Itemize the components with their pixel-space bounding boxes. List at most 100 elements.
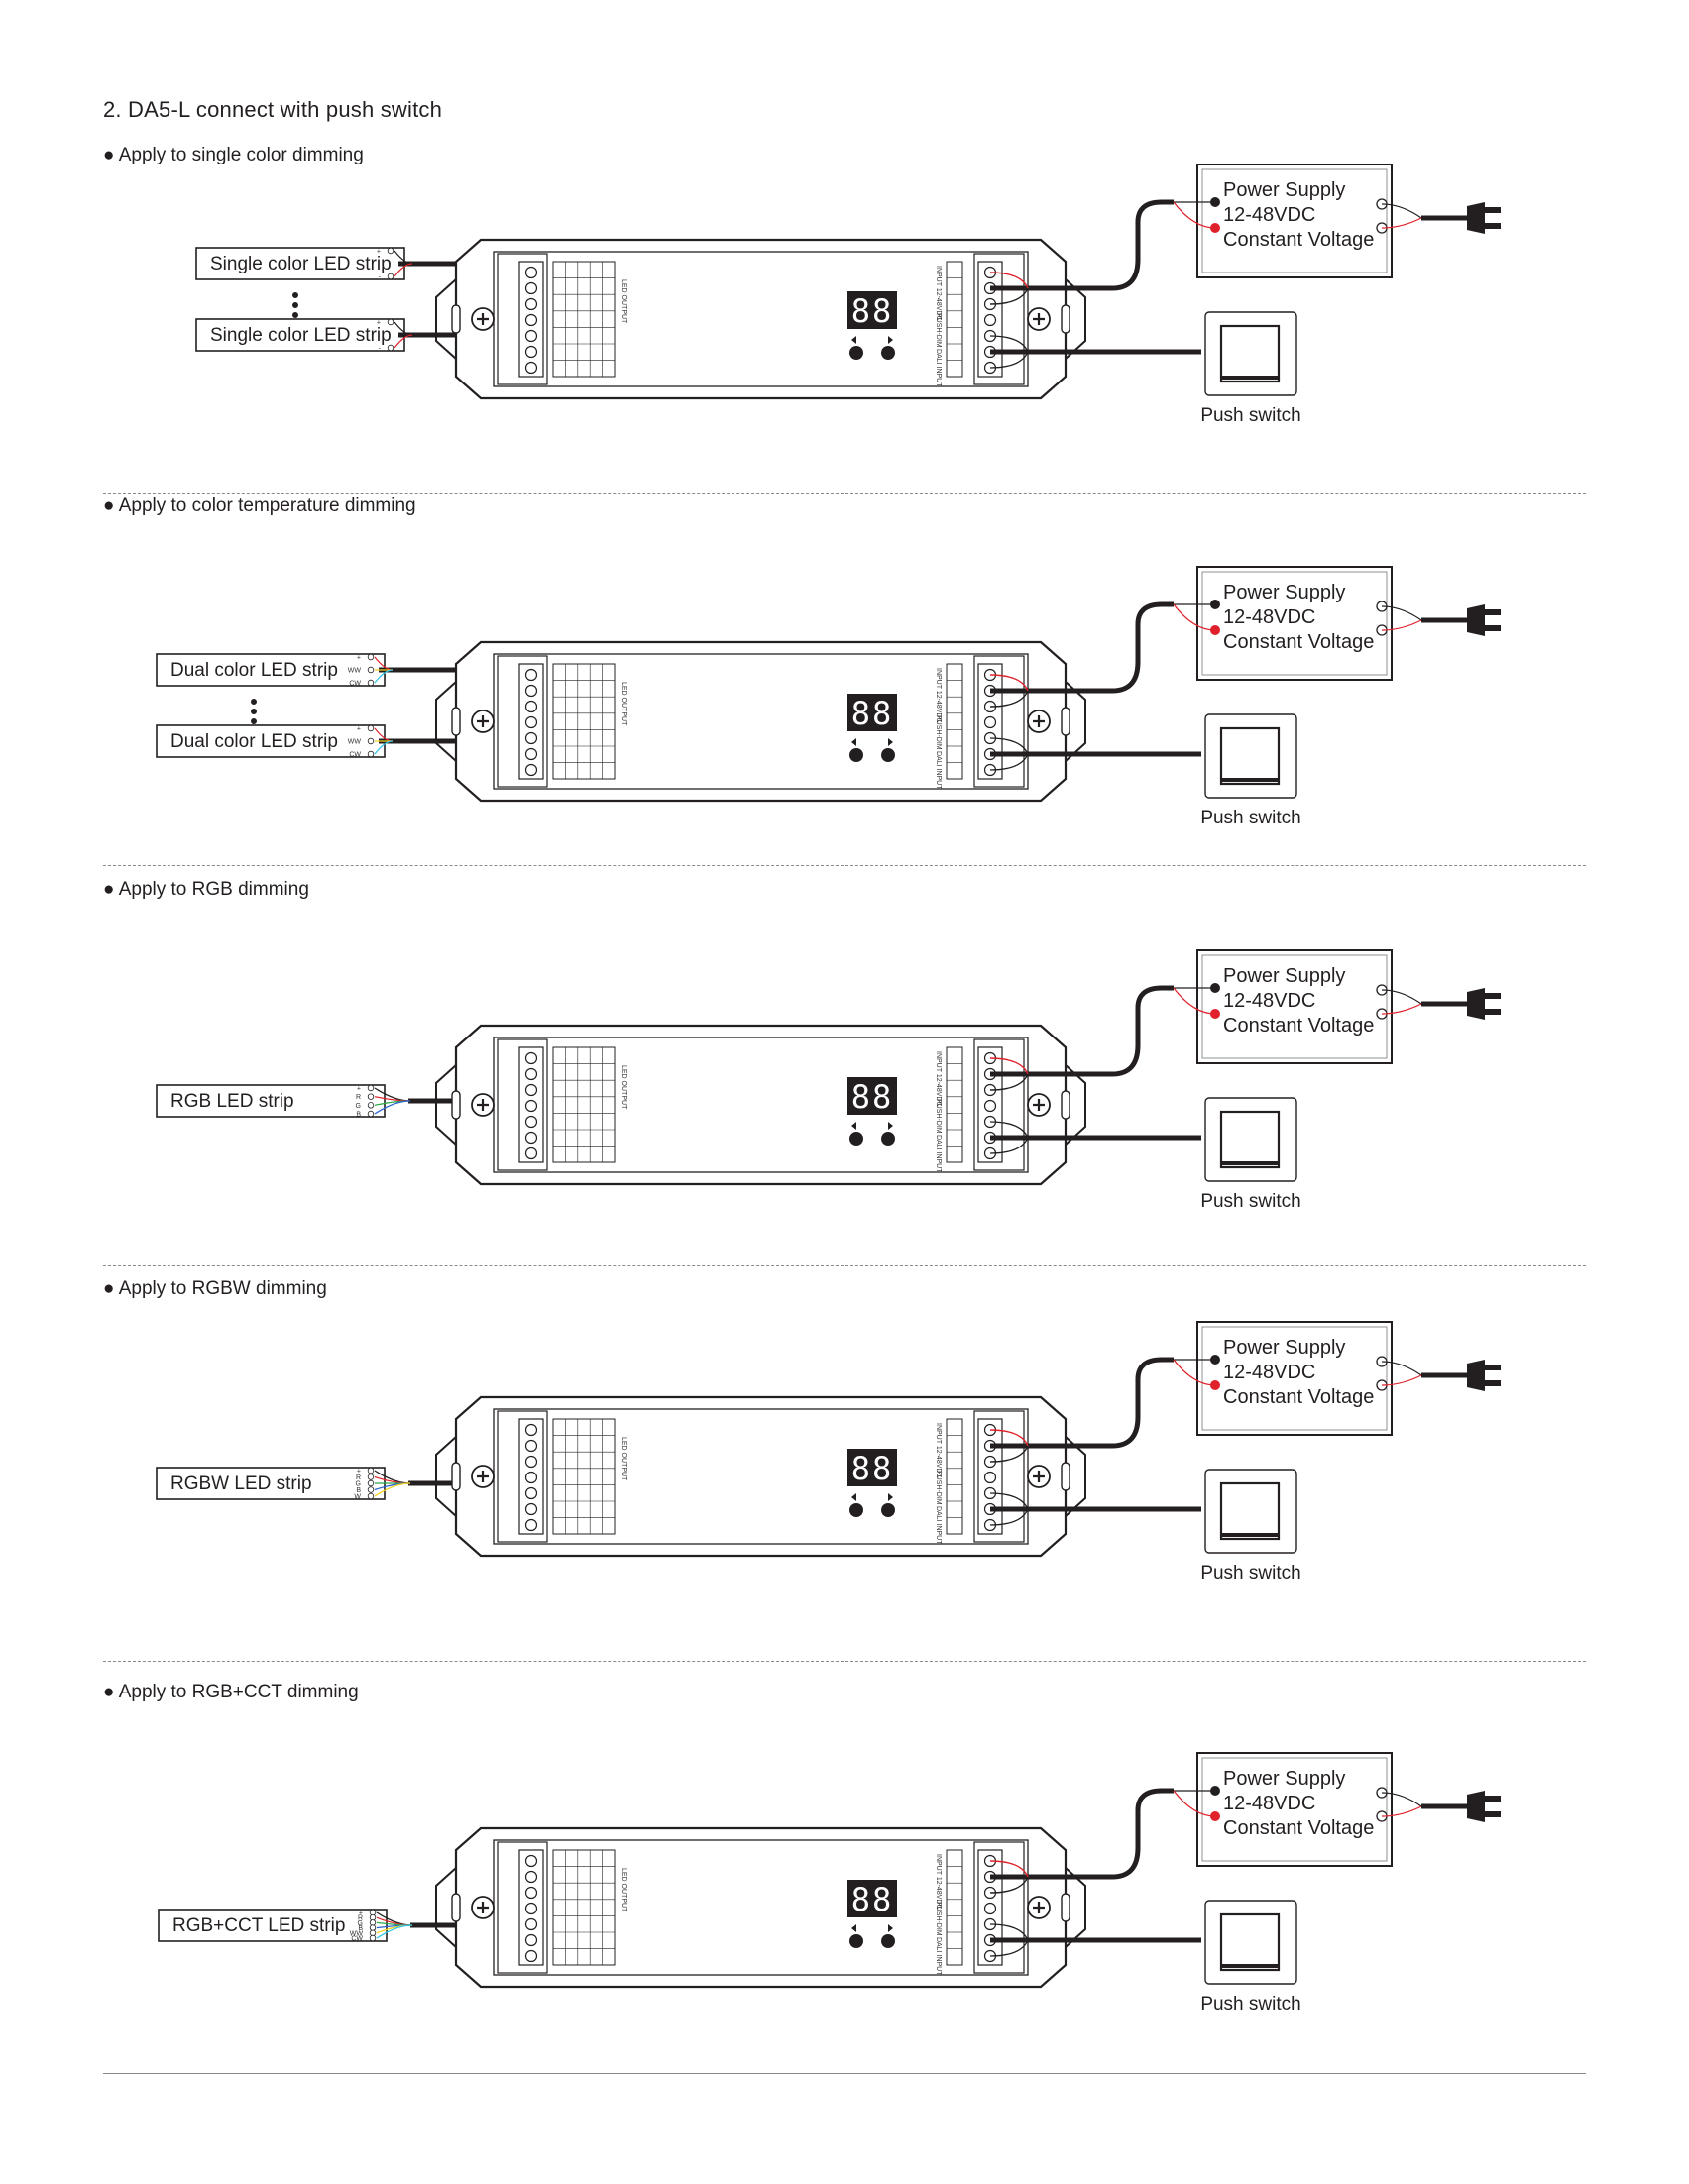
strip-pin-label: + (357, 655, 361, 662)
terminal-hole (524, 1067, 538, 1081)
arrow-right-icon (888, 336, 893, 344)
strip-pin (367, 1093, 375, 1100)
strip-pin (387, 318, 394, 326)
push-switch-label: Push switch (1200, 1994, 1300, 2015)
mount-ear-left (435, 681, 457, 762)
strip-pin (369, 1934, 377, 1942)
power-supply-title: Power Supply (1223, 1337, 1345, 1359)
led-strip-box (156, 653, 386, 687)
led-strip-label: RGBW LED strip (170, 1474, 312, 1494)
power-cable (990, 985, 1174, 1077)
button-left (849, 1934, 863, 1948)
input-label-column (946, 1046, 963, 1163)
plug-icon (1467, 1791, 1485, 1822)
mount-slot-left (451, 1893, 461, 1922)
strip-pin-label: + (357, 726, 361, 733)
plug-prong (1485, 1796, 1501, 1802)
power-supply-voltage: 12-48VDC (1223, 606, 1315, 628)
terminal-hole (524, 1518, 538, 1532)
mount-slot-right (1061, 1893, 1070, 1922)
terminal-hole (524, 1471, 538, 1484)
terminal-hole (524, 700, 538, 713)
strip-pin-label: B (358, 1925, 363, 1932)
arrow-left-icon (851, 1122, 856, 1130)
input-label: INPUT 12-48VDC (935, 266, 942, 321)
strip-pin (367, 1492, 375, 1500)
strip-pin-label: B (356, 1112, 361, 1119)
strip-wire (376, 1924, 413, 1939)
led-output-label: LED OUTPUT (620, 1868, 627, 1912)
input-plus-wire (989, 272, 1029, 289)
screw-cross-icon (1033, 1099, 1045, 1111)
led-strip-box (195, 318, 405, 352)
strip-pin (367, 737, 375, 745)
push-switch-button (1219, 726, 1281, 786)
mount-ear-left (435, 1064, 457, 1146)
push-dim-label: PUSH-DIM (935, 313, 942, 348)
button-left (849, 748, 863, 762)
input-plus-wire (989, 674, 1029, 692)
plug-prong (1485, 625, 1501, 631)
push-dim-label: PUSH-DIM (935, 1902, 942, 1936)
input-label-column (946, 1418, 963, 1535)
dali-input-label: DALI INPUT (935, 751, 942, 790)
button-left (849, 346, 863, 360)
strip-pin-label: + (377, 249, 381, 256)
plug-prong (1485, 1811, 1501, 1817)
wiring-diagram: Single color LED strip+-Single color LED… (195, 164, 1501, 426)
strip-pin-label: R (356, 1094, 361, 1101)
input-label: INPUT 12-48VDC (935, 1854, 942, 1910)
push-switch-button (1219, 1110, 1281, 1169)
display-digits: 88 (851, 695, 894, 732)
plug-icon (1467, 202, 1485, 234)
display-digits: 88 (851, 292, 894, 330)
mount-ear-left (435, 1867, 457, 1948)
arrow-right-icon (888, 1924, 893, 1932)
strip-pin (369, 1909, 377, 1916)
power-supply-voltage: 12-48VDC (1223, 1793, 1315, 1814)
push-switch-label: Push switch (1200, 1563, 1300, 1583)
plug-prong (1485, 993, 1501, 999)
digit-display (847, 1077, 897, 1115)
terminal-hole (524, 281, 538, 295)
arrow-right-icon (888, 738, 893, 746)
strip-pin (367, 1479, 375, 1487)
section-title: ● Apply to RGBW dimming (103, 1278, 327, 1299)
plug-prong (1485, 609, 1501, 615)
strip-pin (367, 1474, 375, 1480)
display-digits: 88 (851, 1450, 894, 1487)
output-label-table (552, 1418, 616, 1535)
led-strip-label: Single color LED strip (210, 325, 392, 346)
led-output-label: LED OUTPUT (620, 279, 627, 324)
terminal-hole (524, 1917, 538, 1931)
strip-pin (367, 1486, 375, 1493)
arrow-right-icon (888, 1493, 893, 1501)
input-minus-wire (989, 1876, 1029, 1894)
mount-ear-left (435, 278, 457, 360)
power-supply-mode: Constant Voltage (1223, 1817, 1374, 1839)
push-switch-label: Push switch (1200, 405, 1300, 426)
push-switch-button (1219, 1912, 1281, 1972)
input-label-column (946, 1849, 963, 1966)
strip-pin (369, 1929, 377, 1936)
strip-pin-label: + (377, 320, 381, 327)
input-minus-wire (989, 1445, 1029, 1463)
strip-wire (374, 740, 394, 755)
ellipsis-dot (292, 302, 298, 308)
terminal-hole (524, 1486, 538, 1500)
strip-pin (367, 653, 375, 661)
screw-cross-icon (1033, 313, 1045, 325)
output-label-table (552, 261, 616, 378)
terminal-hole (983, 1099, 997, 1113)
output-label-table (552, 1046, 616, 1163)
input-label-column (946, 261, 963, 378)
output-label-table (552, 663, 616, 780)
terminal-hole (524, 1099, 538, 1113)
strip-pin-label: + (357, 1086, 361, 1093)
strip-pin-label: W (354, 1494, 361, 1501)
section-title: ● Apply to RGB dimming (103, 879, 309, 900)
push-switch-label: Push switch (1200, 1191, 1300, 1212)
